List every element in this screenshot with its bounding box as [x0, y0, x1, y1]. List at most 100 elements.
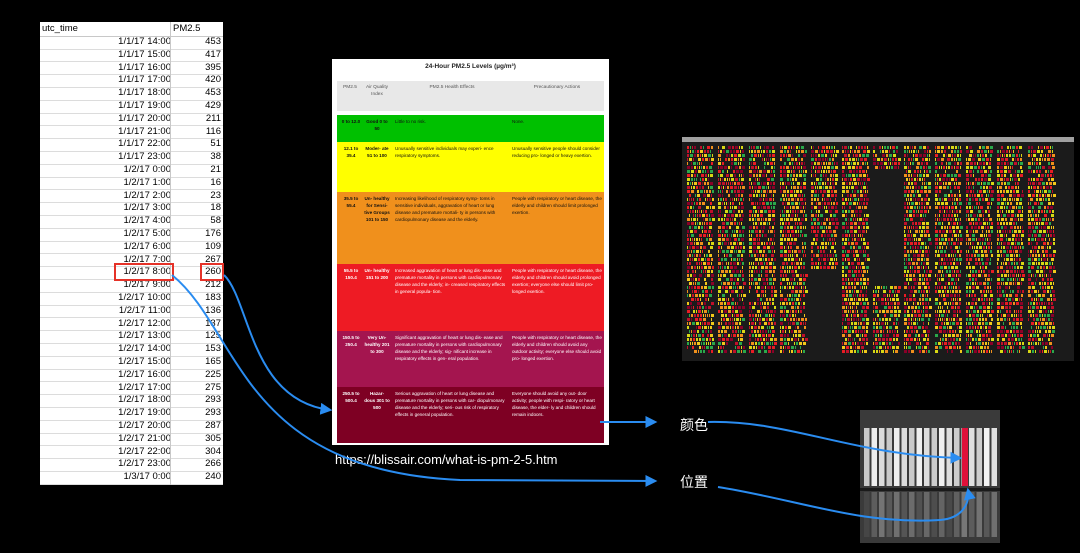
heatmap-cell	[1050, 218, 1051, 221]
heatmap-cell	[985, 174, 987, 177]
heatmap-cell	[835, 206, 837, 209]
heatmap-cell	[866, 198, 869, 201]
heatmap-cell	[892, 306, 893, 309]
heatmap-cell	[796, 298, 799, 301]
heatmap-cell	[795, 202, 798, 205]
heatmap-cell	[767, 182, 769, 185]
heatmap-cell	[850, 230, 853, 233]
heatmap-cell	[1020, 166, 1022, 169]
heatmap-cell	[805, 214, 807, 217]
cell-time: 1/1/17 14:00	[118, 36, 171, 47]
heatmap-cell	[907, 234, 910, 237]
heatmap-cell	[732, 146, 734, 149]
heatmap-cell	[758, 210, 759, 213]
zoom-bar	[916, 428, 922, 486]
heatmap-cell	[1001, 326, 1004, 329]
heatmap-cell	[1001, 282, 1002, 285]
heatmap-cell	[1037, 230, 1038, 233]
heatmap-cell	[718, 230, 719, 233]
zoom-bar	[969, 492, 975, 537]
heatmap-cell	[866, 326, 868, 329]
heatmap-cell	[818, 214, 819, 217]
heatmap-cell	[1043, 326, 1046, 329]
zoom-bar	[976, 428, 982, 486]
heatmap-cell	[855, 310, 856, 313]
heatmap-cell	[941, 322, 943, 325]
heatmap-cell	[1007, 230, 1008, 233]
heatmap-cell	[692, 210, 694, 213]
heatmap-cell	[805, 322, 806, 325]
heatmap-cell	[768, 250, 771, 253]
heatmap-cell	[699, 294, 701, 297]
heatmap-cell	[1007, 146, 1009, 149]
heatmap-cell	[791, 158, 794, 161]
heatmap-cell	[729, 226, 731, 229]
heatmap-cell	[1051, 226, 1052, 229]
heatmap-cell	[786, 262, 788, 265]
heatmap-cell	[854, 350, 856, 353]
heatmap-cell	[711, 318, 712, 321]
heatmap-cell	[946, 318, 948, 321]
heatmap-cell	[754, 150, 756, 153]
heatmap-cell	[762, 278, 765, 281]
heatmap-cell	[1043, 198, 1044, 201]
heatmap-cell	[972, 350, 973, 353]
heatmap-cell	[926, 282, 929, 285]
heatmap-cell	[945, 146, 947, 149]
heatmap-cell	[956, 230, 958, 233]
heatmap-cell	[891, 294, 893, 297]
heatmap-cell	[859, 154, 861, 157]
heatmap-cell	[1046, 186, 1049, 189]
heatmap-cell	[734, 182, 736, 185]
heatmap-cell	[759, 318, 761, 321]
heatmap-cell	[848, 342, 851, 345]
heatmap-cell	[1035, 338, 1037, 341]
heatmap-cell	[904, 182, 905, 185]
heatmap-cell	[1047, 206, 1049, 209]
heatmap-cell	[850, 346, 852, 349]
heatmap-cell	[687, 258, 689, 261]
heatmap-cell	[1019, 254, 1020, 257]
heatmap-cell	[698, 310, 701, 313]
heatmap-cell	[939, 198, 941, 201]
heatmap-cell	[693, 186, 695, 189]
heatmap-cell	[925, 250, 928, 253]
heatmap-cell	[697, 282, 700, 285]
heatmap-cell	[1005, 306, 1008, 309]
heatmap-cell	[907, 206, 909, 209]
heatmap-cell	[1014, 266, 1016, 269]
heatmap-cell	[971, 226, 973, 229]
heatmap-cell	[988, 150, 989, 153]
heatmap-cell	[1001, 242, 1002, 245]
zoom-bar	[894, 492, 900, 537]
heatmap-cell	[1044, 214, 1047, 217]
heatmap-cell	[791, 230, 794, 233]
heatmap-cell	[687, 290, 688, 293]
heatmap-cell	[773, 282, 774, 285]
heatmap-cell	[862, 334, 863, 337]
heatmap-cell	[690, 242, 693, 245]
heatmap-cell	[693, 338, 695, 341]
heatmap-cell	[739, 214, 741, 217]
heatmap-cell	[718, 150, 719, 153]
heatmap-cell	[935, 242, 938, 245]
heatmap-cell	[830, 174, 832, 177]
heatmap-cell	[693, 162, 696, 165]
heatmap-cell	[759, 198, 762, 201]
heatmap-cell	[1048, 150, 1051, 153]
heatmap-cell	[952, 154, 953, 157]
heatmap-cell	[1019, 298, 1020, 301]
heatmap-cell	[698, 158, 701, 161]
heatmap-cell	[997, 234, 999, 237]
heatmap-cell	[857, 294, 858, 297]
heatmap-cell	[991, 306, 992, 309]
heatmap-cell	[1004, 330, 1005, 333]
heatmap-cell	[1033, 230, 1036, 233]
heatmap-cell	[968, 182, 969, 185]
band-effects: Serious aggravation of heart or lung dis…	[395, 391, 505, 417]
heatmap-cell	[957, 294, 958, 297]
heatmap-cell	[832, 238, 833, 241]
heatmap-cell	[1013, 222, 1015, 225]
heatmap-cell	[740, 318, 741, 321]
heatmap-cell	[694, 342, 696, 345]
